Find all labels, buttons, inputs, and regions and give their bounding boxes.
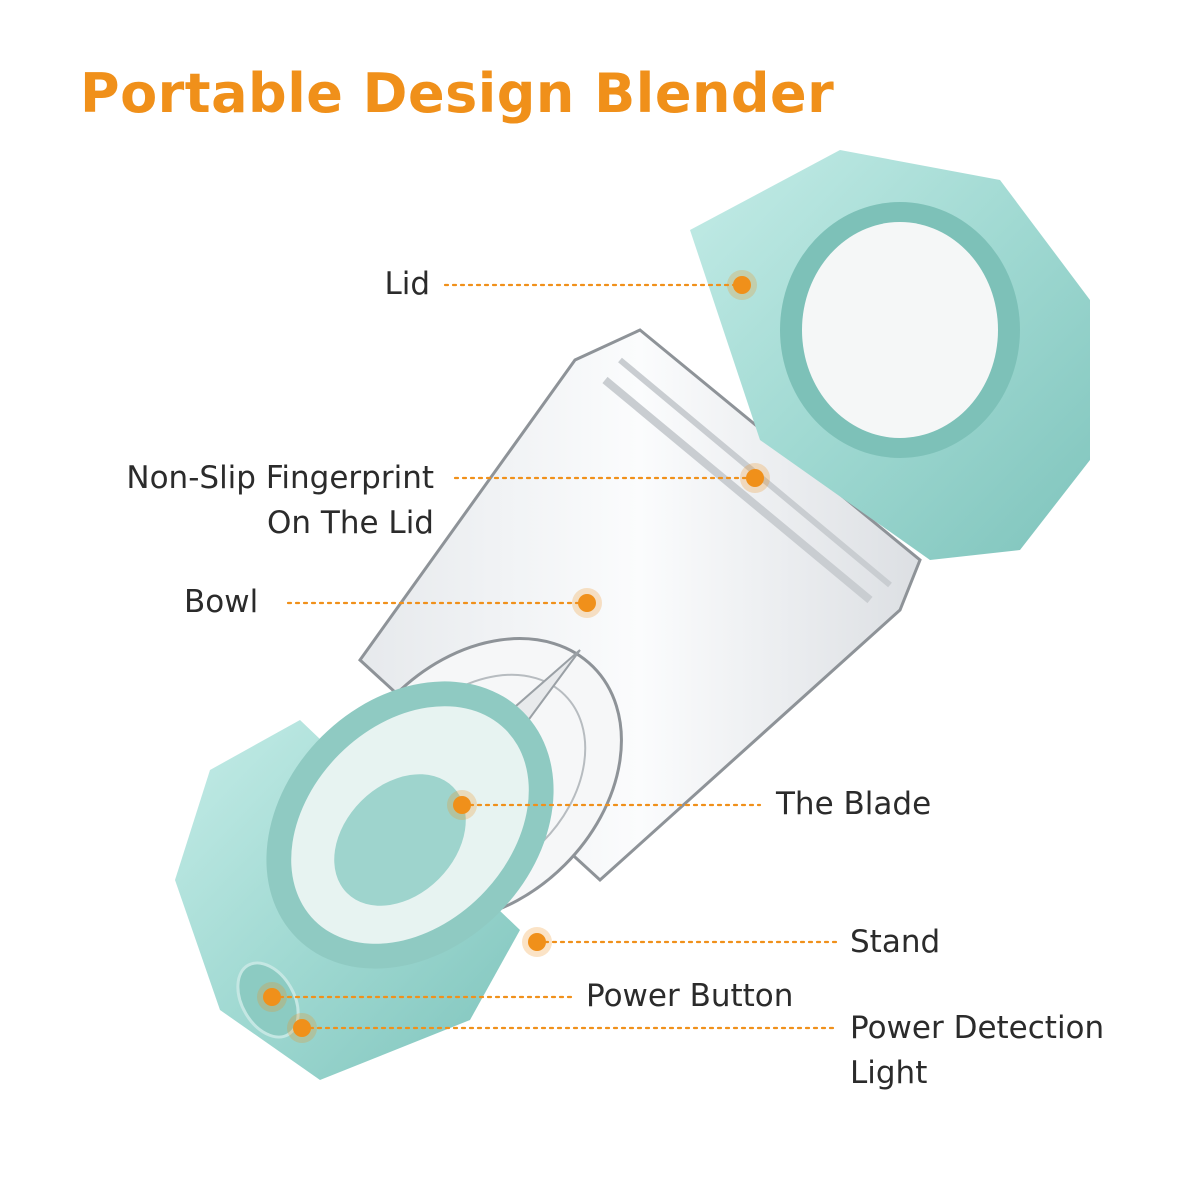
label-fingerprint: Non-Slip Fingerprint On The Lid: [60, 456, 434, 546]
fingerprint-marker: [740, 463, 770, 493]
label-blade: The Blade: [776, 782, 931, 827]
lid-marker: [727, 270, 757, 300]
stand-shape: [175, 681, 554, 1080]
label-fingerprint-line1: Non-Slip Fingerprint: [126, 460, 434, 496]
page-title: Portable Design Blender: [80, 62, 835, 125]
blade-marker: [447, 790, 477, 820]
lid-shape: [690, 150, 1090, 560]
callout-lines: [270, 283, 840, 1030]
bowl-marker: [572, 588, 602, 618]
label-lid-text: Lid: [384, 266, 430, 302]
label-power-light-line1: Power Detection: [850, 1010, 1105, 1046]
label-fingerprint-line2: On The Lid: [267, 504, 434, 541]
power-button-marker: [257, 982, 287, 1012]
power-light-marker: [287, 1013, 317, 1043]
label-stand-text: Stand: [850, 924, 941, 960]
label-bowl: Bowl: [184, 580, 258, 625]
label-lid: Lid: [300, 262, 430, 307]
label-bowl-text: Bowl: [184, 584, 259, 620]
label-power-button-text: Power Button: [586, 978, 794, 1014]
label-power-light-line2: Light: [850, 1054, 928, 1091]
label-stand: Stand: [850, 920, 940, 965]
stand-marker: [522, 927, 552, 957]
label-blade-text: The Blade: [776, 786, 932, 822]
label-power-button: Power Button: [586, 974, 793, 1019]
label-power-light: Power Detection Light: [850, 1006, 1104, 1096]
